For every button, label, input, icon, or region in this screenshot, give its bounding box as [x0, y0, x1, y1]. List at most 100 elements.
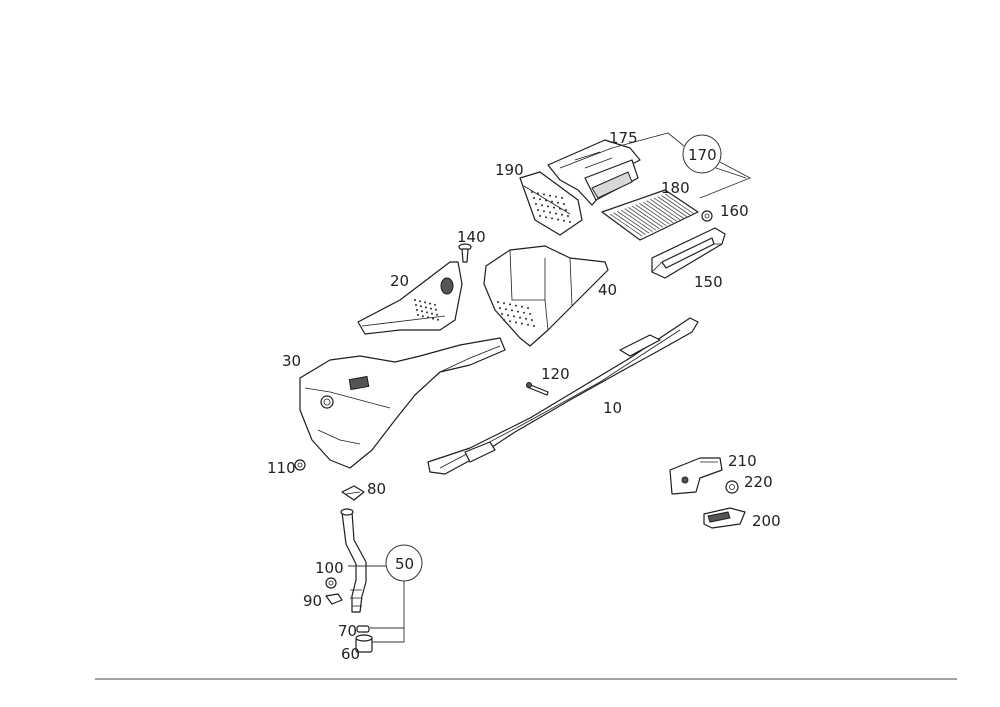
label-210: 210 [728, 452, 757, 470]
perforation-dot [434, 303, 436, 306]
perforation-dot [561, 213, 563, 216]
perforation-dot [503, 319, 505, 321]
filter-pleat [628, 207, 660, 229]
perforation-dot [436, 313, 438, 316]
perforation-dot [543, 210, 545, 213]
perforation-dot [505, 308, 507, 311]
perforation-dot [430, 307, 432, 310]
perforation-dot [525, 317, 527, 320]
part-120-bolt [526, 382, 549, 396]
label-90: 90 [303, 592, 322, 610]
filter-pleat [639, 203, 670, 225]
perforation-dot [539, 215, 541, 217]
perforation-dot [426, 311, 428, 314]
filter-pleat [609, 213, 643, 237]
perforation-dot [517, 310, 519, 313]
filter-pleat [620, 209, 653, 232]
perforation-dot [531, 191, 533, 193]
perforation-dot [555, 195, 557, 198]
part-110-clip [294, 459, 306, 471]
filter-pleat [646, 200, 677, 222]
part-175-housing [547, 139, 641, 206]
perforation-dot [415, 304, 417, 306]
part-10-rail [427, 317, 699, 475]
perforation-dot [507, 314, 509, 317]
part-160-clip [701, 210, 713, 222]
perforation-dot [545, 216, 547, 219]
perforation-dot [435, 308, 437, 311]
part-190-perforated-cover [519, 171, 583, 236]
label-110: 110 [267, 459, 296, 477]
perforation-dot [557, 218, 559, 221]
perforation-dot [414, 299, 416, 301]
perforation-dot [515, 304, 517, 307]
perforation-dot [425, 306, 427, 309]
perforation-dot [569, 221, 571, 223]
part-30-lower-panel [299, 337, 506, 469]
perforation-dot [519, 316, 521, 319]
perforation-dot [432, 317, 434, 320]
label-20: 20 [390, 272, 409, 290]
perforation-dot [509, 303, 511, 306]
filter-pleat [642, 201, 674, 224]
part-210-bracket [669, 457, 723, 495]
label-100: 100 [315, 559, 344, 577]
perforation-dot [567, 215, 569, 217]
filter-pleat [635, 204, 667, 227]
perforation-dot [549, 211, 551, 214]
label-120: 120 [541, 365, 570, 383]
filter-pleat [617, 211, 650, 234]
perforation-dot [551, 217, 553, 220]
part-200-module [703, 507, 746, 529]
label-40: 40 [598, 281, 617, 299]
perforation-dot [537, 209, 539, 211]
circle-170 [682, 134, 722, 174]
part-150-frame [651, 227, 726, 279]
part-180-filter [601, 189, 699, 241]
perforation-dot [555, 212, 557, 215]
perforation-dot [537, 192, 539, 195]
perforation-dot [523, 311, 525, 314]
label-50: 50 [395, 555, 414, 573]
label-180: 180 [661, 179, 690, 197]
perforation-dot [527, 323, 529, 326]
perforation-dot [419, 300, 421, 303]
filter-pleat [631, 205, 663, 228]
perforation-dot [535, 203, 537, 205]
part-140-screw [458, 243, 472, 263]
part-80-clamp [341, 485, 365, 501]
part-100-grommet [325, 577, 337, 589]
part-70-clamp [356, 625, 370, 633]
label-190: 190 [495, 161, 524, 179]
part-40-glove-box [483, 245, 609, 347]
perforation-dot [499, 307, 501, 309]
perforation-dot [511, 309, 513, 312]
label-200: 200 [752, 512, 781, 530]
perforation-dot [563, 203, 565, 205]
perforation-dot [503, 302, 505, 305]
perforation-dot [533, 325, 535, 327]
perforation-dot [416, 309, 418, 311]
perforation-dot [421, 310, 423, 313]
perforation-dot [559, 207, 561, 210]
filter-pleat [650, 199, 681, 221]
perforation-dot [513, 315, 515, 318]
perforation-dot [417, 314, 419, 316]
part-60-connector [355, 634, 373, 653]
perforation-dot [422, 315, 424, 318]
perforation-dot [515, 321, 517, 324]
label-140: 140 [457, 228, 486, 246]
part-90-clip [325, 593, 343, 605]
perforation-dot [545, 199, 547, 202]
perforation-dot [424, 301, 426, 304]
perforation-dot [553, 206, 555, 209]
perforation-dot [557, 201, 559, 204]
perforation-dot [551, 200, 553, 203]
circle-50 [385, 544, 423, 582]
label-60: 60 [341, 645, 360, 663]
perforation-dot [429, 302, 431, 305]
perforation-dot [549, 194, 551, 197]
perforation-dot [561, 197, 563, 199]
label-220: 220 [744, 473, 773, 491]
